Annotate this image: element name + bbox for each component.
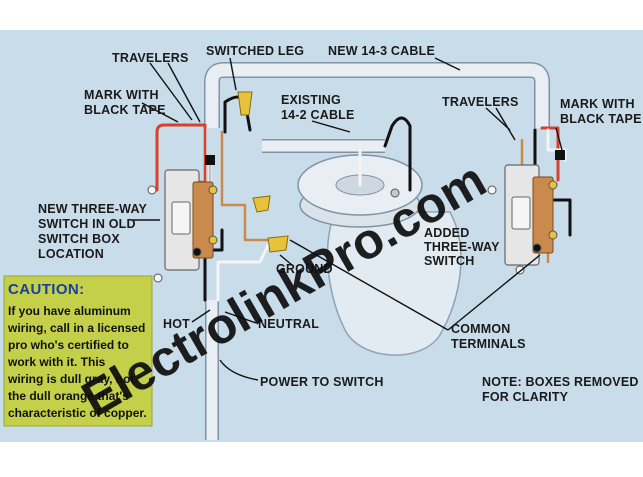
traveler-red-right: [540, 126, 560, 182]
label-new-switch-2: SWITCH IN OLD: [38, 217, 136, 231]
black-tape-left: [205, 155, 215, 165]
label-mark-right-2: BLACK TAPE: [560, 112, 642, 126]
caution-box: CAUTION: If you have aluminum wiring, ca…: [3, 275, 153, 427]
label-existing-2: 14-2 CABLE: [281, 108, 355, 122]
caution-line-7: characteristic of copper.: [8, 406, 147, 420]
label-switched-leg: SWITCHED LEG: [206, 44, 304, 58]
label-mark-left-1: MARK WITH: [84, 88, 159, 102]
caution-line-6: the dull orange that's: [8, 389, 129, 403]
label-common-2: TERMINALS: [451, 337, 526, 351]
label-travelers-right: TRAVELERS: [442, 95, 519, 109]
label-power: POWER TO SWITCH: [260, 375, 384, 389]
neutral-wire: [216, 243, 270, 302]
caution-line-2: wiring, call in a licensed: [7, 321, 145, 335]
caution-title: CAUTION:: [8, 281, 85, 298]
light-bulb: [326, 211, 462, 356]
label-existing-1: EXISTING: [281, 93, 341, 107]
label-hot: HOT: [163, 317, 190, 331]
label-note-1: NOTE: BOXES REMOVED: [482, 375, 639, 389]
label-travelers-left: TRAVELERS: [112, 51, 189, 65]
right-three-way-switch: [487, 164, 558, 275]
labels: TRAVELERS SWITCHED LEG NEW 14-3 CABLE MA…: [38, 44, 642, 404]
label-note-2: FOR CLARITY: [482, 390, 569, 404]
label-added-3: SWITCH: [424, 254, 475, 268]
hot-to-light-wire: [383, 116, 412, 192]
label-added-2: THREE-WAY: [424, 240, 500, 254]
wire-nuts: [237, 91, 289, 253]
ground-wire-left: [220, 130, 277, 242]
leader-lines: [133, 57, 563, 381]
caution-box-bg: [3, 275, 153, 427]
label-neutral: NEUTRAL: [258, 317, 319, 331]
left-three-way-switch: [147, 169, 218, 283]
label-new-cable: NEW 14-3 CABLE: [328, 44, 435, 58]
label-new-switch-1: NEW THREE-WAY: [38, 202, 148, 216]
label-added-1: ADDED: [424, 226, 469, 240]
caution-line-1: If you have aluminum: [8, 304, 131, 318]
label-new-switch-4: LOCATION: [38, 247, 104, 261]
wire-nut-ground: [252, 195, 271, 213]
wire-nut-neutral: [267, 235, 289, 253]
label-common-1: COMMON: [451, 322, 511, 336]
traveler-red-left: [155, 123, 207, 192]
caution-line-4: work with it. This: [7, 355, 106, 369]
label-new-switch-3: SWITCH BOX: [38, 232, 120, 246]
black-tape-right: [555, 150, 565, 160]
wire-nut-top: [237, 91, 253, 116]
fixture-screw: [390, 188, 400, 198]
cables: [204, 62, 550, 440]
label-mark-left-2: BLACK TAPE: [84, 103, 166, 117]
label-mark-right-1: MARK WITH: [560, 97, 635, 111]
caution-line-5: wiring is dull gray, not: [7, 372, 134, 386]
bottom-white-band: [0, 442, 643, 477]
label-ground: GROUND: [276, 262, 333, 276]
caution-line-3: pro who's certified to: [8, 338, 129, 352]
